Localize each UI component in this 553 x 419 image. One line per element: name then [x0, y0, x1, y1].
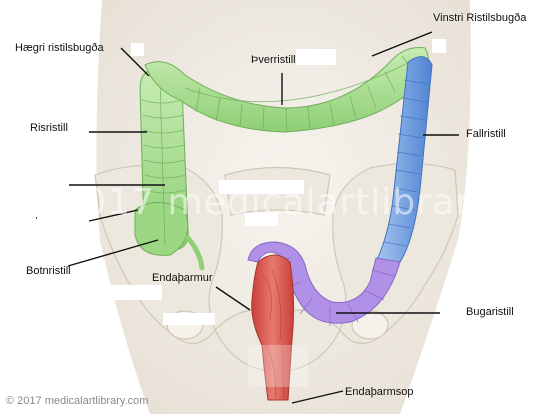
label-endatharmur: Endaþarmur [152, 272, 213, 285]
label-risristill: Risristill [30, 122, 68, 135]
label-bugaristill: Bugaristill [466, 306, 514, 319]
watermark-text: © 2017 medicalartlibrary [10, 182, 493, 223]
label-botnristill: Botnristill [26, 265, 71, 278]
label-haegri-ristilsbugda: Hægri ristilsbugða [15, 42, 104, 55]
label-endatharmsop: Endaþarmsop [345, 386, 414, 399]
label-vinstri-ristilsbugda: Vinstri Ristilsbugða [433, 12, 526, 25]
label-fallristill: Fallristill [466, 128, 506, 141]
label-thverristill: Þverristill [251, 54, 296, 67]
copyright-text: © 2017 medicalartlibrary.com [6, 395, 148, 407]
